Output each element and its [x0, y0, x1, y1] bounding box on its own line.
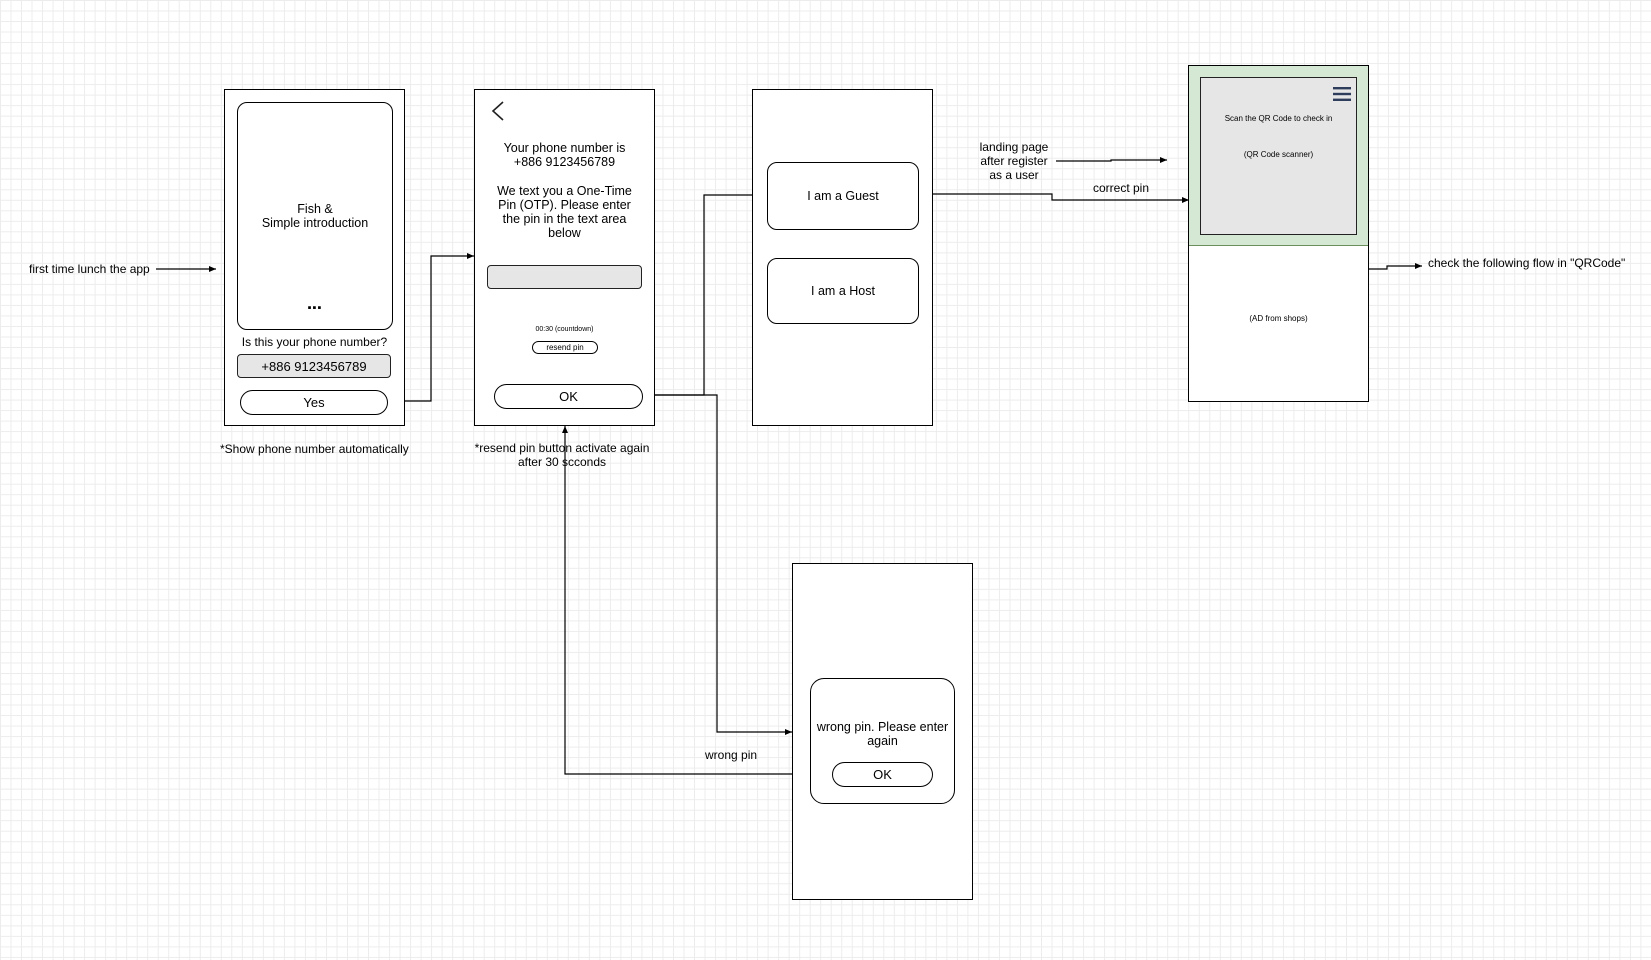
wrong-pin-dialog: wrong pin. Please enter again OK [810, 678, 955, 804]
landing-screen: Scan the QR Code to check in (QR Code sc… [1188, 65, 1369, 402]
ad-area[interactable]: (AD from shops) [1249, 314, 1308, 323]
countdown-text: 00:30 (countdown) [535, 326, 594, 333]
wrong-pin-ok-button[interactable]: OK [832, 762, 933, 787]
hamburger-menu-icon[interactable] [1333, 86, 1351, 102]
arrow-ok-to-role [641, 194, 752, 396]
phone-number-field[interactable]: +886 9123456789 [237, 354, 391, 378]
landing-header: Scan the QR Code to check in (QR Code sc… [1189, 66, 1368, 246]
host-button[interactable]: I am a Host [767, 258, 919, 324]
resend-pin-button[interactable]: resend pin [532, 341, 598, 354]
arrow-check-flow [1368, 263, 1422, 270]
yes-button[interactable]: Yes [240, 390, 388, 415]
guest-button[interactable]: I am a Guest [767, 162, 919, 230]
correct-pin-label: correct pin [1093, 181, 1150, 195]
wrong-pin-screen: wrong pin. Please enter again OK [792, 563, 973, 900]
arrow-ok-to-wrong-pin [641, 394, 792, 735]
intro-screen: Fish & Simple introduction ▪▪▪ Is this y… [224, 89, 405, 426]
scan-instructions: Scan the QR Code to check in [1224, 114, 1333, 123]
resend-note: *resend pin button activate again after … [474, 441, 650, 469]
pagination-dots-icon[interactable]: ▪▪▪ [307, 302, 323, 314]
otp-instructions: We text you a One-Time Pin (OTP). Please… [497, 184, 632, 240]
otp-phone-line: Your phone number is +886 9123456789 [503, 141, 626, 169]
pin-input[interactable] [487, 265, 642, 289]
intro-text: Fish & Simple introduction [261, 202, 369, 230]
qr-scanner-area[interactable]: Scan the QR Code to check in (QR Code sc… [1200, 77, 1357, 235]
intro-card: Fish & Simple introduction ▪▪▪ [237, 102, 393, 330]
landing-page-label: landing page after register as a user [979, 140, 1049, 182]
phone-question: Is this your phone number? [241, 335, 388, 349]
show-phone-note: *Show phone number automatically [220, 442, 409, 456]
role-screen: I am a Guest I am a Host [752, 89, 933, 426]
wrong-pin-message: wrong pin. Please enter again [816, 720, 949, 748]
qr-scanner-label: (QR Code scanner) [1243, 150, 1314, 159]
arrow-wrong-pin-back [562, 426, 833, 775]
check-flow-label: check the following flow in "QRCode" [1428, 256, 1626, 270]
arrow-landing-label [1056, 157, 1167, 163]
first-launch-label: first time lunch the app [29, 262, 150, 276]
arrow-guest-to-landing [917, 193, 1189, 203]
wrong-pin-label: wrong pin [705, 748, 758, 762]
arrow-yes-to-otp [387, 253, 474, 402]
chevron-left-icon[interactable] [490, 100, 506, 122]
otp-ok-button[interactable]: OK [494, 384, 643, 409]
otp-screen: Your phone number is +886 9123456789 We … [474, 89, 655, 426]
